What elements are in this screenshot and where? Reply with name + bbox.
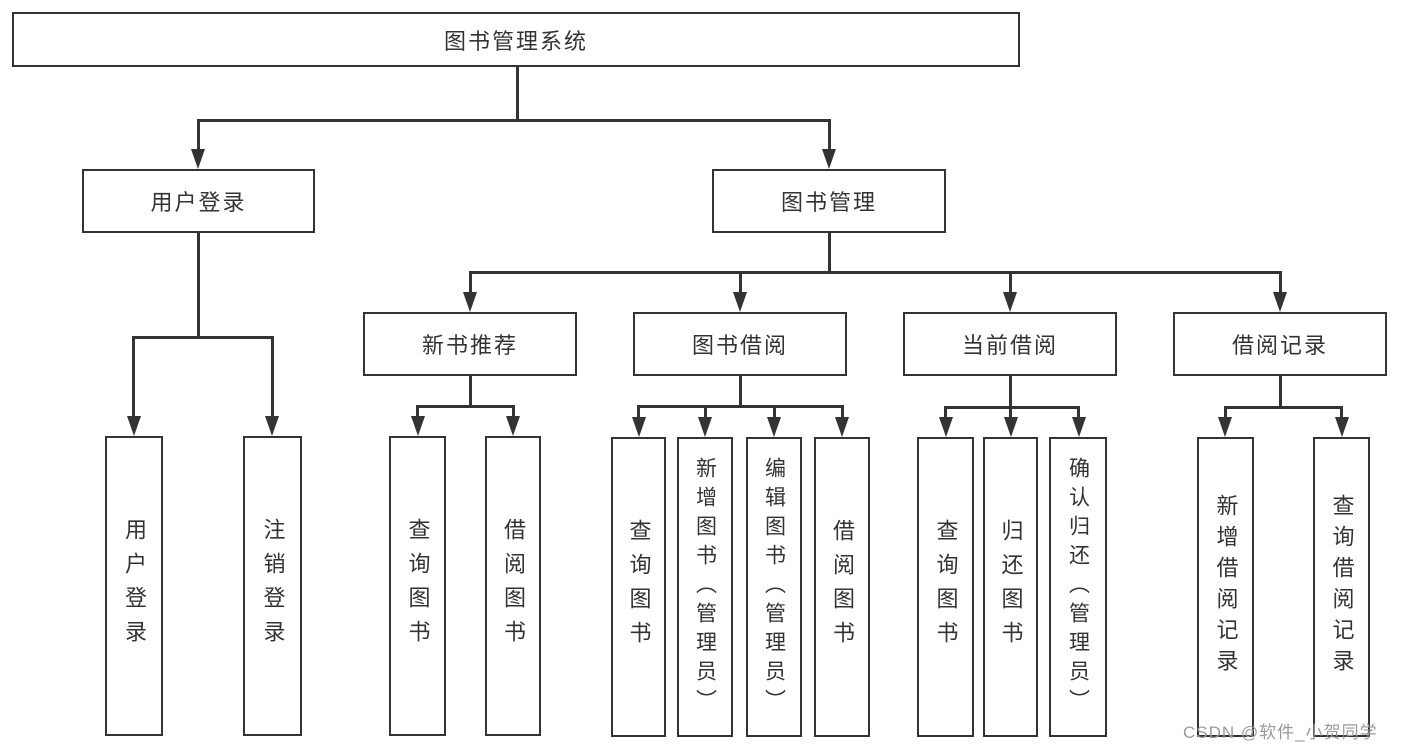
arrowhead-leaf-query1 xyxy=(410,416,425,436)
connector-current-borrow-hline xyxy=(944,406,1080,409)
leaf-query-book-2: 查询图书 xyxy=(611,437,666,737)
arrowhead-user-login xyxy=(191,149,205,169)
connector-leaf-query2-shaft xyxy=(637,405,640,420)
connector-user-login-stub xyxy=(197,233,200,339)
leaf-add-borrow-record: 新增借阅记录 xyxy=(1197,437,1254,737)
leaf-user-login: 用户登录 xyxy=(105,436,163,736)
node-root: 图书管理系统 xyxy=(12,12,1020,67)
leaf-query-borrow-record: 查询借阅记录 xyxy=(1313,437,1370,737)
node-borrow-records: 借阅记录 xyxy=(1173,312,1387,376)
leaf-user-login-label: 用户登录 xyxy=(122,518,147,654)
node-user-login-label: 用户登录 xyxy=(150,190,247,215)
node-book-borrow-label: 图书借阅 xyxy=(691,333,788,358)
node-current-borrow-label: 当前借阅 xyxy=(961,333,1058,358)
connector-book-mgmt-stub xyxy=(827,233,831,274)
connector-book-borrow-hline xyxy=(637,405,843,408)
connector-leaf-add-record-shaft xyxy=(1223,406,1227,420)
arrowhead-leaf-logout xyxy=(265,416,279,436)
arrowhead-leaf-borrow1 xyxy=(506,416,520,436)
leaf-return-book-label: 归还图书 xyxy=(998,519,1024,655)
connector-leaf-return-shaft xyxy=(1009,406,1012,420)
connector-book-borrow-shaft xyxy=(738,271,742,296)
leaf-query-book-3-label: 查询图书 xyxy=(933,519,959,655)
node-root-label: 图书管理系统 xyxy=(443,28,588,54)
arrowhead-book-mgmt xyxy=(822,149,836,169)
connector-leaf-logout-shaft xyxy=(270,336,274,420)
connector-borrow-records-hline xyxy=(1223,406,1343,409)
node-book-borrow: 图书借阅 xyxy=(633,312,847,376)
node-user-login: 用户登录 xyxy=(82,169,315,233)
arrowhead-leaf-return xyxy=(1003,417,1018,437)
csdn-watermark: CSDN @软件_小贺同学 xyxy=(1183,723,1378,742)
leaf-logout-label: 注销登录 xyxy=(260,518,286,654)
leaf-query-borrow-record-label: 查询借阅记录 xyxy=(1329,494,1355,680)
leaf-confirm-return-admin: 确认归还（管理员） xyxy=(1049,437,1107,737)
node-book-mgmt: 图书管理 xyxy=(712,169,946,233)
node-borrow-records-label: 借阅记录 xyxy=(1231,333,1328,358)
leaf-edit-book-admin-label: 编辑图书（管理员） xyxy=(762,456,786,718)
arrowhead-leaf-user-login xyxy=(126,416,141,436)
connector-leaf-query3-shaft xyxy=(944,406,947,420)
connector-leaf-borrow1-shaft xyxy=(511,405,515,420)
arrowhead-leaf-query-record xyxy=(1334,417,1349,437)
arrowhead-leaf-query2 xyxy=(631,417,646,437)
leaf-borrow-book-2-label: 借阅图书 xyxy=(830,519,855,655)
arrowhead-leaf-confirm-return xyxy=(1071,417,1086,437)
leaf-confirm-return-admin-label: 确认归还（管理员） xyxy=(1066,456,1090,718)
leaf-query-book-2-label: 查询图书 xyxy=(626,519,652,655)
leaf-edit-book-admin: 编辑图书（管理员） xyxy=(746,437,802,737)
node-new-book-rec: 新书推荐 xyxy=(363,312,577,376)
node-current-borrow: 当前借阅 xyxy=(903,312,1117,376)
connector-current-borrow-stub xyxy=(1008,376,1012,409)
arrowhead-leaf-add-record xyxy=(1218,417,1232,437)
arrowhead-leaf-borrow2 xyxy=(835,417,849,437)
arrowhead-borrow-records xyxy=(1273,292,1287,312)
arrowhead-leaf-add-book xyxy=(698,417,712,437)
connector-new-book-rec-shaft xyxy=(468,271,472,296)
arrowhead-leaf-query3 xyxy=(938,417,953,437)
node-book-mgmt-label: 图书管理 xyxy=(780,190,877,215)
leaf-add-borrow-record-label: 新增借阅记录 xyxy=(1213,494,1239,680)
leaf-borrow-book-1-label: 借阅图书 xyxy=(501,518,526,654)
leaf-add-book-admin: 新增图书（管理员） xyxy=(677,437,733,737)
leaf-return-book: 归还图书 xyxy=(983,437,1038,737)
leaf-borrow-book-1: 借阅图书 xyxy=(485,436,541,736)
connector-borrow-records-stub xyxy=(1278,376,1282,409)
arrowhead-new-book-rec xyxy=(463,292,477,312)
leaf-query-book-1: 查询图书 xyxy=(389,436,446,736)
connector-leaf-add-book-shaft xyxy=(703,405,707,420)
leaf-add-book-admin-label: 新增图书（管理员） xyxy=(693,456,717,718)
node-new-book-rec-label: 新书推荐 xyxy=(421,333,518,358)
connector-root-stub xyxy=(516,67,519,120)
leaf-logout: 注销登录 xyxy=(243,436,302,736)
connector-borrow-records-shaft xyxy=(1278,271,1282,296)
connector-new-book-rec-stub xyxy=(468,376,472,408)
arrowhead-leaf-edit-book xyxy=(767,417,781,437)
connector-book-borrow-stub xyxy=(738,376,742,408)
connector-new-book-rec-hline xyxy=(416,405,515,408)
leaf-query-book-3: 查询图书 xyxy=(917,437,974,737)
arrowhead-book-borrow xyxy=(733,292,747,312)
connector-leaf-confirm-return-shaft xyxy=(1077,406,1080,420)
connector-user-login-hline xyxy=(132,336,273,339)
leaf-query-book-1-label: 查询图书 xyxy=(405,518,431,654)
connector-user-login-shaft xyxy=(197,119,200,153)
connector-leaf-query-record-shaft xyxy=(1340,406,1343,420)
leaf-borrow-book-2: 借阅图书 xyxy=(814,437,870,737)
connector-leaf-edit-book-shaft xyxy=(772,405,776,420)
arrowhead-current-borrow xyxy=(1003,292,1017,312)
connector-current-borrow-shaft xyxy=(1008,271,1012,296)
connector-leaf-borrow2-shaft xyxy=(840,405,844,420)
connector-level3-hline xyxy=(468,271,1282,274)
connector-book-mgmt-shaft xyxy=(827,119,831,153)
connector-leaf-user-login-shaft xyxy=(132,336,135,420)
connector-level2-hline xyxy=(197,119,831,122)
connector-leaf-query1-shaft xyxy=(416,405,419,420)
